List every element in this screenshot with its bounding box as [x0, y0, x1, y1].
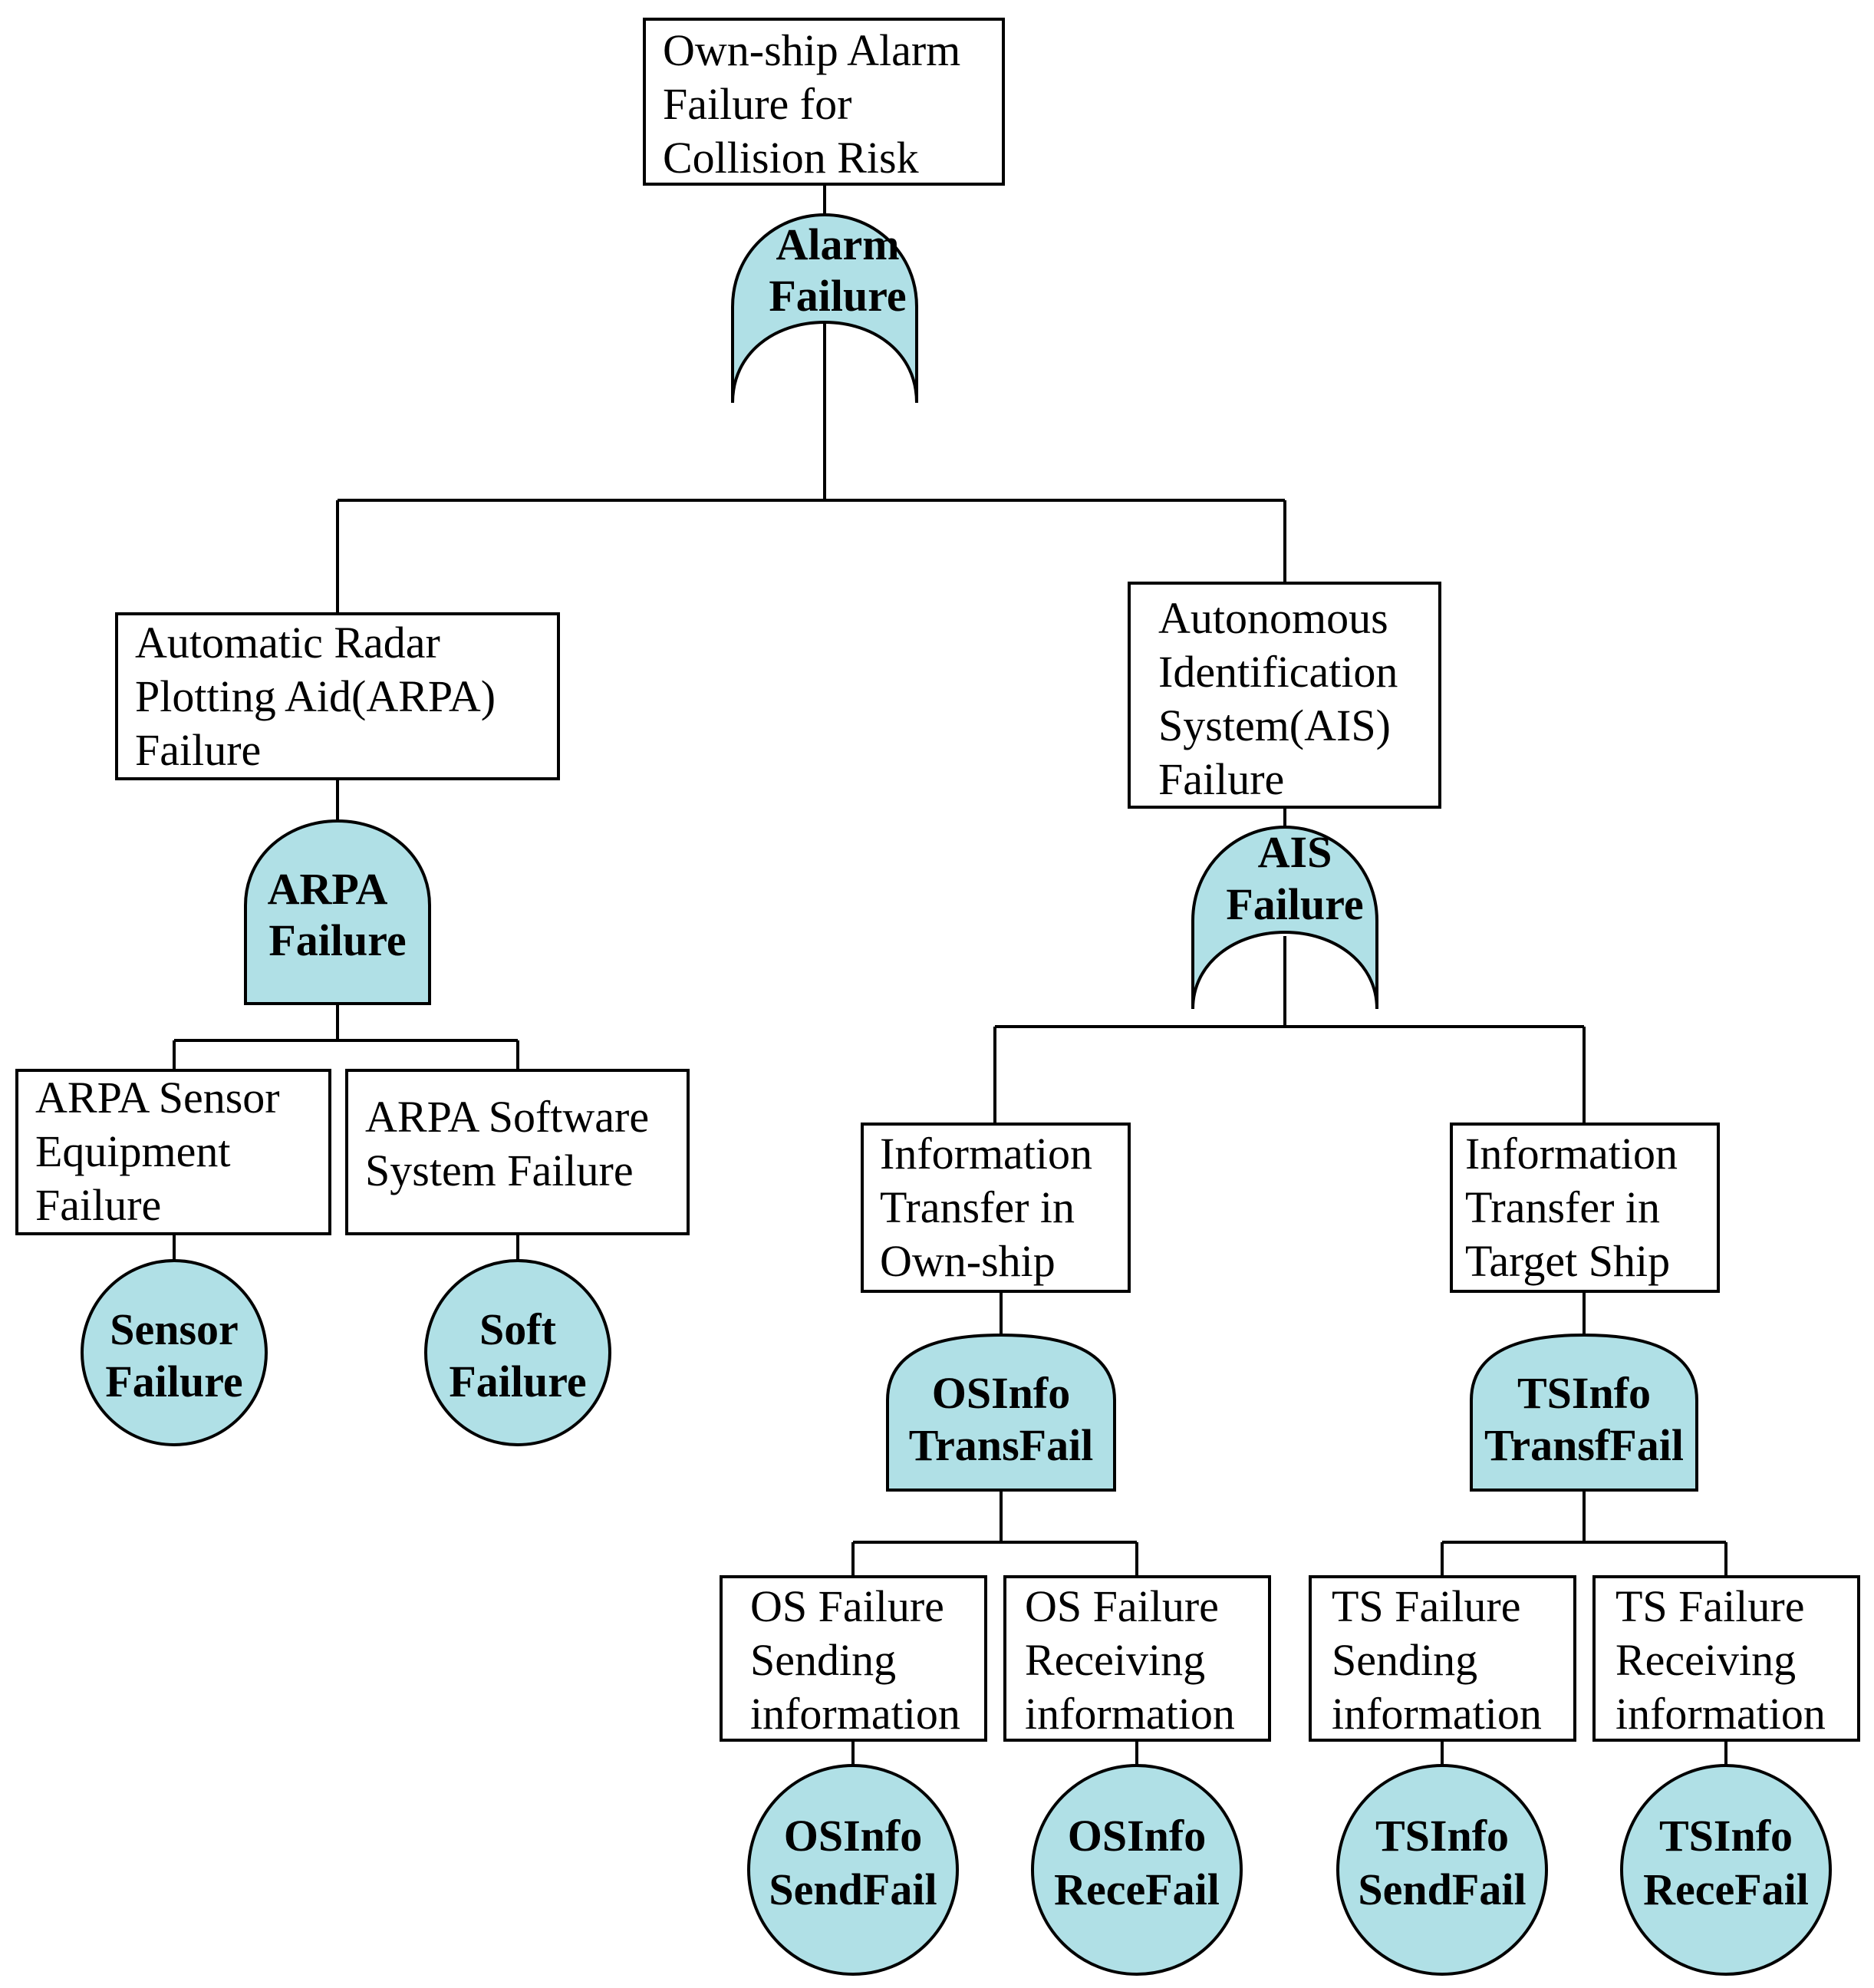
basic-event-circle: [424, 1259, 611, 1446]
event-text-line: Autonomous: [1158, 593, 1388, 643]
gate-label-line: TSInfo: [1659, 1811, 1793, 1861]
event-text-line: TS Failure: [1615, 1581, 1804, 1631]
gate-label-line: TransFail: [909, 1420, 1094, 1470]
basic-event-circle: [81, 1259, 268, 1446]
gate-label-line: AIS: [1258, 827, 1332, 877]
and-gate-arpa: ARPA Failure: [244, 819, 431, 1005]
gate-label-line: OSInfo: [932, 1368, 1071, 1418]
or-gate-ais: AIS Failure: [1191, 825, 1378, 1010]
event-top-alarm: Own-ship Alarm Failure for Collision Ris…: [643, 18, 1005, 186]
gate-label-line: ReceFail: [1054, 1864, 1220, 1914]
event-text-line: Failure for: [663, 79, 851, 129]
event-text-line: Collision Risk: [663, 133, 919, 183]
or-gate-shape: [1191, 825, 1378, 1010]
event-text-line: Receiving: [1615, 1635, 1796, 1685]
basic-event-ts-rece: TSInfo ReceFail: [1620, 1764, 1832, 1976]
event-text-line: Information: [1465, 1129, 1678, 1179]
event-text-line: Transfer in: [880, 1182, 1075, 1232]
event-text-line: ARPA Sensor: [35, 1073, 280, 1123]
gate-label-line: OSInfo: [1068, 1811, 1207, 1861]
event-text-line: Failure: [1158, 754, 1284, 804]
and-gate-shape: [1470, 1333, 1698, 1492]
event-text-line: Failure: [35, 1180, 161, 1230]
and-gate-shape: [244, 819, 431, 1005]
event-ts-sending: TS Failure Sending information: [1309, 1575, 1576, 1742]
event-text-line: information: [1025, 1689, 1235, 1739]
and-gate-shape: [886, 1333, 1116, 1492]
event-os-receiving: OS Failure Receiving information: [1003, 1575, 1271, 1742]
event-text-line: Plotting Aid(ARPA): [135, 671, 496, 721]
event-text-line: OS Failure: [1025, 1581, 1219, 1631]
event-text-line: ARPA Software: [365, 1092, 649, 1142]
event-text-line: Sending: [750, 1635, 896, 1685]
event-text-line: information: [1615, 1689, 1826, 1739]
basic-event-ts-send: TSInfo SendFail: [1336, 1764, 1548, 1976]
or-gate-shape: [731, 213, 918, 404]
gate-label-line: TSInfo: [1375, 1811, 1509, 1861]
gate-label-line: TSInfo: [1517, 1368, 1651, 1418]
gate-label-line: ReceFail: [1643, 1864, 1809, 1914]
gate-label-line: Failure: [268, 915, 406, 965]
event-text-line: System(AIS): [1158, 701, 1391, 750]
gate-label-line: OSInfo: [784, 1811, 923, 1861]
event-text-line: Target Ship: [1465, 1236, 1670, 1286]
gate-label-line: TransfFail: [1484, 1420, 1684, 1470]
gate-label-line: ARPA: [268, 864, 388, 914]
or-gate-alarm: Alarm Failure: [731, 213, 918, 404]
event-text-line: Information: [880, 1129, 1092, 1179]
gate-label-line: Failure: [1226, 879, 1363, 929]
event-text-line: Sending: [1332, 1635, 1477, 1685]
event-text-line: TS Failure: [1332, 1581, 1520, 1631]
and-gate-ts-info: TSInfo TransfFail: [1470, 1333, 1698, 1492]
gate-label-line: Alarm: [776, 219, 899, 269]
gate-label-line: SendFail: [1358, 1864, 1526, 1914]
basic-event-os-send: OSInfo SendFail: [747, 1764, 959, 1976]
event-text-line: Failure: [135, 725, 261, 775]
event-text-line: Transfer in: [1465, 1182, 1660, 1232]
gate-label-line: Sensor: [110, 1304, 239, 1354]
event-arpa-software: ARPA Software System Failure: [345, 1069, 690, 1235]
gate-label-line: SendFail: [769, 1864, 937, 1914]
basic-event-circle: [1031, 1764, 1243, 1976]
event-os-sending: OS Failure Sending information: [720, 1575, 987, 1742]
event-text-line: OS Failure: [750, 1581, 944, 1631]
event-arpa-failure: Automatic Radar Plotting Aid(ARPA) Failu…: [115, 612, 560, 780]
event-ais-failure: Autonomous Identification System(AIS) Fa…: [1128, 582, 1441, 809]
basic-event-circle: [1336, 1764, 1548, 1976]
event-text-line: Identification: [1158, 647, 1398, 697]
event-text-line: System Failure: [365, 1146, 634, 1195]
gate-label-line: Soft: [479, 1304, 557, 1354]
basic-event-os-rece: OSInfo ReceFail: [1031, 1764, 1243, 1976]
gate-label-line: Failure: [105, 1357, 242, 1406]
basic-event-soft: Soft Failure: [424, 1259, 611, 1446]
and-gate-os-info: OSInfo TransFail: [886, 1333, 1116, 1492]
event-ts-receiving: TS Failure Receiving information: [1592, 1575, 1860, 1742]
event-text-line: Own-ship: [880, 1236, 1056, 1286]
basic-event-sensor: Sensor Failure: [81, 1259, 268, 1446]
event-info-target-ship: Information Transfer in Target Ship: [1450, 1123, 1720, 1293]
event-arpa-sensor: ARPA Sensor Equipment Failure: [15, 1069, 331, 1235]
event-text-line: information: [1332, 1689, 1542, 1739]
event-text-line: information: [750, 1689, 960, 1739]
basic-event-circle: [747, 1764, 959, 1976]
gate-label-line: Failure: [449, 1357, 586, 1406]
event-text-line: Receiving: [1025, 1635, 1205, 1685]
event-text-line: Automatic Radar: [135, 618, 440, 668]
event-text-line: Equipment: [35, 1126, 231, 1176]
connector-lines: [173, 184, 1727, 1765]
basic-event-circle: [1620, 1764, 1832, 1976]
event-info-own-ship: Information Transfer in Own-ship: [861, 1123, 1131, 1293]
gate-label-line: Failure: [769, 271, 906, 321]
event-text-line: Own-ship Alarm: [663, 25, 960, 75]
